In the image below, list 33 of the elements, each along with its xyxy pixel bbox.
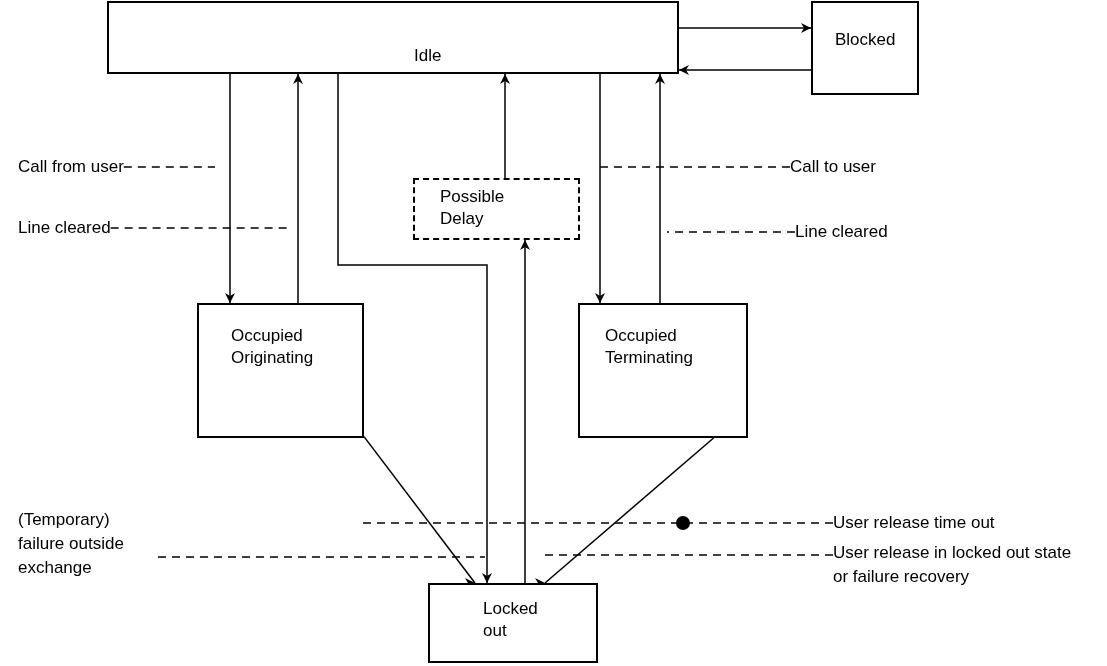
- transition-label: (Temporary) failure outside exchange: [18, 508, 158, 580]
- arrow: [678, 23, 812, 33]
- state-box: [428, 583, 598, 663]
- transition-label: Line cleared: [18, 216, 111, 240]
- arrow: [520, 239, 530, 584]
- transition-label: Line cleared: [795, 220, 888, 244]
- transition-label: User release time out: [833, 511, 995, 535]
- state-label: Blocked: [835, 29, 896, 51]
- state-label: Possible Delay: [440, 186, 506, 230]
- transition-label: Call from user: [18, 155, 124, 179]
- arrow: [363, 435, 476, 584]
- state-box: [578, 303, 748, 438]
- state-box: [413, 178, 580, 240]
- state-label: Occupied Terminating: [605, 325, 694, 369]
- transition-label: User release in locked out state or failure recovery: [833, 541, 1073, 589]
- state-label: Occupied Originating: [231, 325, 315, 369]
- leader-line: [157, 556, 486, 558]
- state-box: [811, 1, 919, 95]
- arrow: [225, 73, 235, 304]
- arrow: [337, 73, 492, 584]
- arrow: [500, 73, 510, 179]
- arrow: [678, 65, 812, 75]
- leader-line: [666, 231, 796, 233]
- state-box: [197, 303, 364, 438]
- arrow: [595, 73, 605, 304]
- leader-line: [599, 166, 791, 168]
- arrow: [655, 73, 665, 304]
- state-box: [107, 1, 679, 74]
- state-label: Locked out: [483, 598, 539, 642]
- state-label: Idle: [414, 45, 442, 67]
- arrow: [293, 73, 303, 304]
- transition-label: Call to user: [790, 155, 876, 179]
- leader-line: [123, 166, 216, 168]
